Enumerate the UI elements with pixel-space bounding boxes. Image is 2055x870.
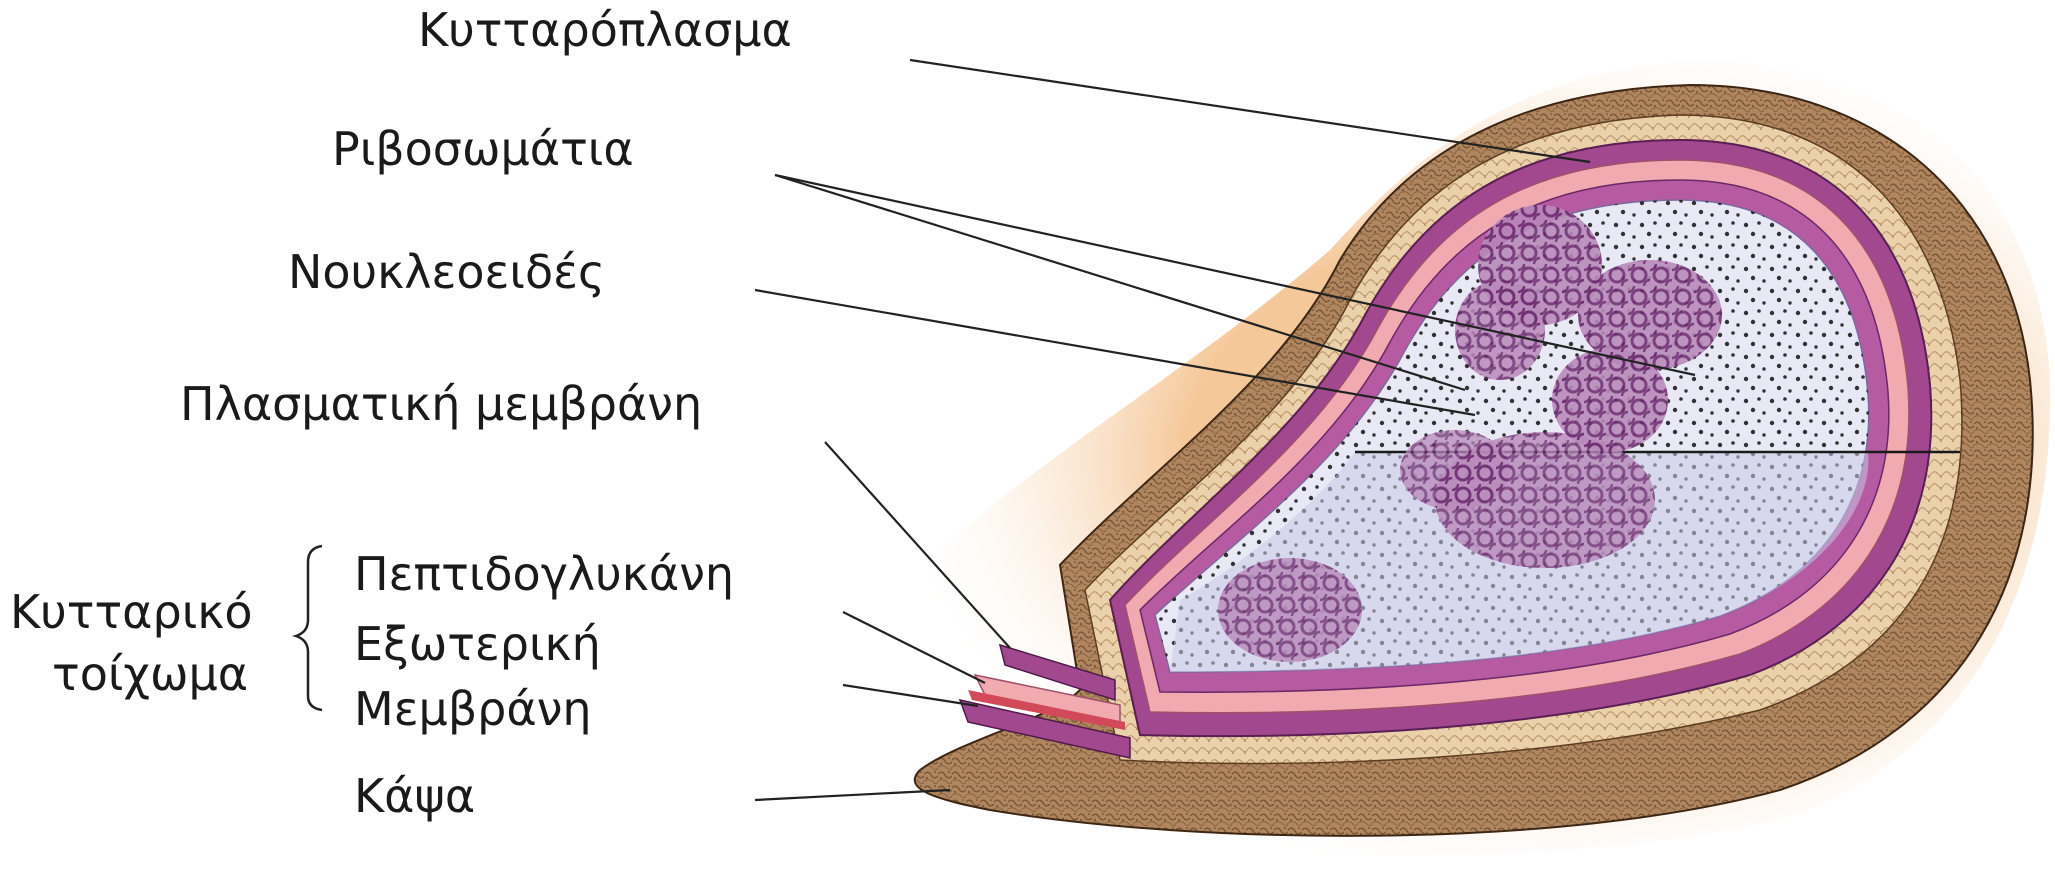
cell-wall-brace: [296, 546, 322, 710]
label-nucleoid: Νουκλεοειδές: [288, 245, 605, 299]
label-cell-wall-line1: Κυτταρικό: [10, 585, 253, 639]
label-outer-membrane-line2: Μεμβράνη: [354, 682, 592, 736]
label-outer-membrane-line1: Εξωτερική: [354, 617, 601, 671]
label-ribosomes: Ριβοσωμάτια: [332, 122, 634, 176]
leader-cytoplasm: [910, 60, 1590, 162]
label-cell-wall-line2: τοίχωμα: [52, 647, 248, 701]
label-peptidoglycan: Πεπτιδογλυκάνη: [354, 547, 734, 601]
label-plasma-membrane: Πλασματική μεμβράνη: [180, 377, 702, 431]
label-capsule: Κάψα: [354, 769, 475, 823]
label-cytoplasm: Κυτταρόπλασμα: [418, 3, 792, 57]
